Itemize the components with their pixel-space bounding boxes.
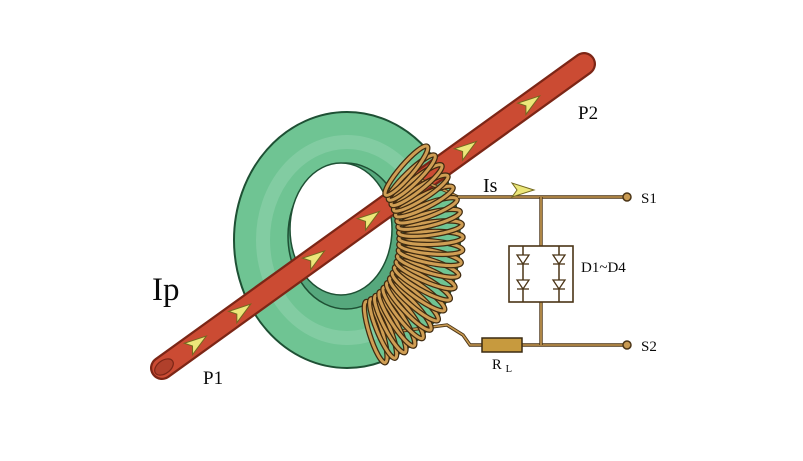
coil-turn — [392, 173, 450, 213]
current-arrow-icon — [355, 210, 381, 232]
coil-turn — [397, 219, 464, 238]
diode-symbol — [551, 279, 567, 291]
coil-turn — [397, 229, 465, 247]
coil-turn — [381, 285, 425, 341]
primary-conductor-end-cap — [154, 358, 174, 376]
coil-turn — [384, 281, 433, 332]
coil-turn — [397, 238, 465, 256]
label-burden-resistor: R L — [492, 356, 512, 375]
coil-turn — [394, 258, 457, 291]
current-arrow-icon — [227, 303, 252, 325]
coil-turn — [372, 293, 408, 355]
current-arrow-icon — [300, 249, 326, 272]
coil-turn — [393, 184, 455, 219]
label-primary-current: Ip — [152, 272, 180, 308]
coil-turn — [368, 297, 399, 360]
coil-turn — [386, 153, 437, 202]
coil-turn — [377, 290, 417, 348]
label-terminal-s2: S2 — [641, 339, 657, 355]
label-terminal-p2: P2 — [578, 103, 598, 124]
secondary-circuit — [458, 192, 632, 353]
current-arrow-icon — [182, 335, 208, 357]
coil-turn — [392, 264, 452, 302]
coil-turn — [396, 246, 463, 268]
diode-symbol — [515, 254, 531, 266]
coil-turn — [390, 270, 447, 313]
coil-turn — [388, 275, 440, 323]
labels: Ip P1 P2 Is S1 S2 D1~D4 R L — [152, 103, 657, 389]
secondary-winding — [361, 143, 466, 366]
terminal-s1 — [622, 192, 632, 202]
coil-turn — [395, 196, 459, 225]
label-diodes: D1~D4 — [581, 260, 626, 276]
burden-resistor — [481, 337, 523, 353]
current-arrow-icon — [452, 140, 478, 162]
diode-symbol — [551, 254, 567, 266]
current-arrow-icon — [510, 182, 536, 198]
current-direction-arrows — [182, 94, 542, 357]
coil-turn — [389, 163, 444, 208]
terminal-s2 — [622, 340, 632, 350]
coil-turn — [383, 144, 430, 197]
coil-turn — [396, 207, 462, 231]
current-arrow-icon — [516, 94, 542, 116]
diode-symbol — [515, 279, 531, 291]
coil-turn — [395, 252, 461, 279]
label-secondary-current: Is — [483, 175, 498, 197]
label-terminal-s1: S1 — [641, 191, 657, 207]
label-terminal-p1: P1 — [203, 368, 223, 389]
label-resistor-r: R — [492, 357, 502, 373]
bridge-diodes — [515, 254, 567, 291]
label-resistor-subscript: L — [506, 364, 512, 375]
coil-turn — [362, 299, 389, 365]
